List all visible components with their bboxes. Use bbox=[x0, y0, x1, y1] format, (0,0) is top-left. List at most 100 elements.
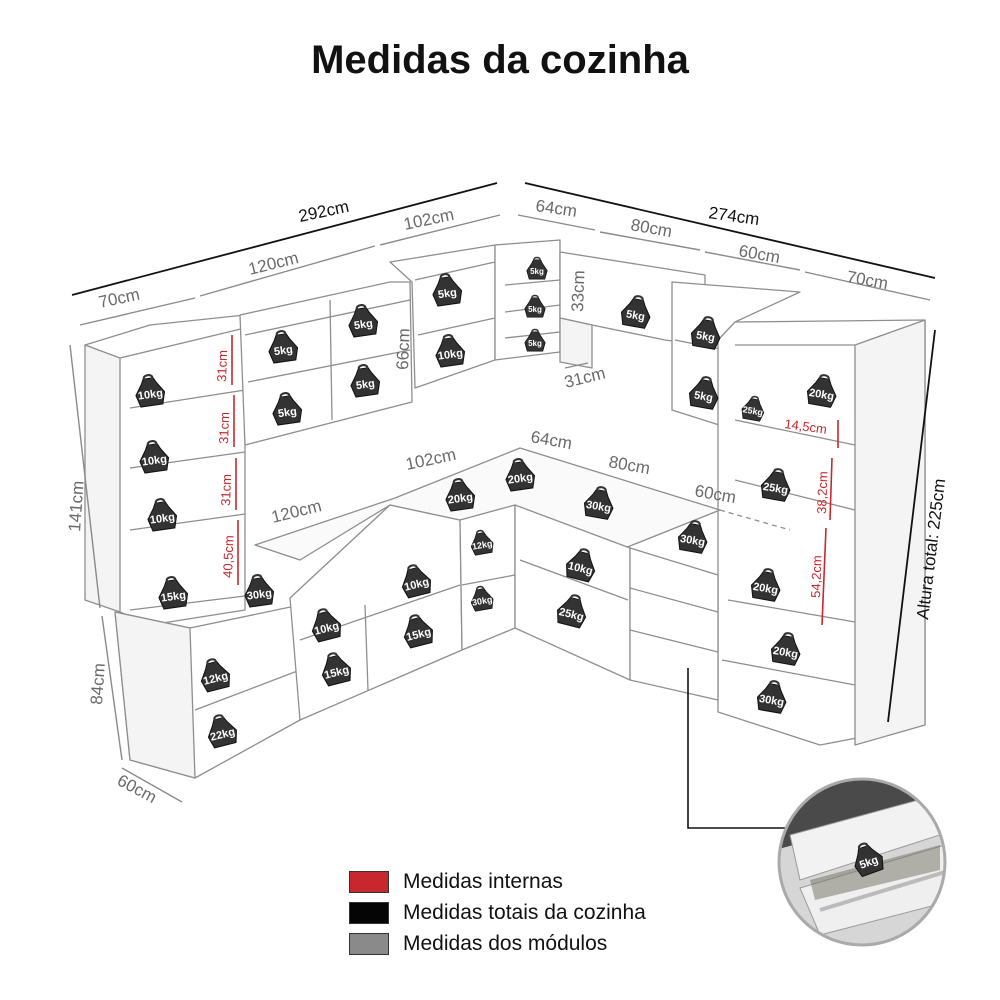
svg-text:10kg: 10kg bbox=[149, 511, 176, 526]
weight-icon: 20kg bbox=[804, 371, 841, 409]
svg-text:20kg: 20kg bbox=[507, 471, 534, 486]
svg-text:25kg: 25kg bbox=[742, 404, 764, 417]
weight-icon: 20kg bbox=[748, 565, 785, 603]
weight-icon: 30kg bbox=[241, 572, 277, 609]
dim-base-102: 102cm bbox=[404, 445, 458, 474]
weight-icon: 5kg bbox=[686, 373, 723, 411]
svg-text:12kg: 12kg bbox=[471, 538, 493, 551]
furniture-outlines bbox=[84, 239, 926, 779]
internal-right-1: 14,5cm bbox=[784, 416, 828, 437]
weight-icon: 10kg bbox=[144, 496, 180, 533]
page-title: Medidas da cozinha bbox=[311, 38, 689, 82]
dim-upper-corner-left: 102cm bbox=[402, 205, 456, 234]
dim-upper-module-height: 66cm bbox=[393, 328, 413, 370]
legend-label: Medidas totais da cozinha bbox=[403, 900, 646, 924]
weight-icon: 22kg bbox=[202, 710, 241, 750]
weight-icon: 5kg bbox=[345, 302, 381, 339]
svg-text:30kg: 30kg bbox=[471, 594, 493, 607]
weight-icon: 30kg bbox=[675, 517, 712, 555]
dim-base-height: 84cm bbox=[87, 662, 109, 705]
legend-label: Medidas dos módulos bbox=[403, 931, 608, 955]
weight-icon: 5kg bbox=[524, 328, 546, 352]
internal-right-2: 38,2cm bbox=[814, 471, 830, 514]
legend-item-internal: Medidas internas bbox=[349, 866, 646, 897]
svg-text:10kg: 10kg bbox=[567, 560, 594, 578]
svg-text:5kg: 5kg bbox=[355, 378, 375, 393]
internal-left-3: 31cm bbox=[218, 474, 234, 506]
weight-icon: 30kg bbox=[754, 677, 791, 715]
weight-icon: 5kg bbox=[847, 838, 888, 879]
svg-text:5kg: 5kg bbox=[625, 308, 646, 323]
weight-icon: 5kg bbox=[688, 313, 725, 351]
svg-text:22kg: 22kg bbox=[209, 726, 236, 744]
svg-text:5kg: 5kg bbox=[353, 318, 373, 333]
weight-icon: 25kg bbox=[553, 590, 592, 630]
legend-swatch bbox=[349, 901, 389, 924]
weight-icon: 15kg bbox=[316, 648, 355, 688]
dim-base-80: 80cm bbox=[607, 452, 651, 478]
internal-measure-lines bbox=[231, 335, 839, 626]
internal-left-2: 31cm bbox=[216, 412, 232, 444]
svg-text:20kg: 20kg bbox=[447, 491, 474, 506]
weight-icon: 25kg bbox=[758, 465, 795, 503]
svg-text:25kg: 25kg bbox=[558, 606, 585, 624]
weight-icon: 5kg bbox=[524, 294, 546, 318]
weight-icon: 30kg bbox=[581, 483, 618, 521]
svg-text:20kg: 20kg bbox=[808, 387, 835, 403]
weight-icon: 30kg bbox=[467, 583, 496, 613]
weight-icon: 25kg bbox=[739, 393, 768, 423]
svg-text:10kg: 10kg bbox=[141, 453, 168, 468]
weight-icon: 5kg bbox=[429, 271, 465, 308]
weight-icon: 5kg bbox=[347, 362, 383, 399]
legend-swatch bbox=[349, 870, 389, 893]
svg-text:30kg: 30kg bbox=[585, 499, 612, 515]
weight-icon: 5kg bbox=[618, 292, 655, 330]
callout-line bbox=[687, 668, 785, 829]
svg-text:12kg: 12kg bbox=[202, 670, 229, 688]
svg-text:5kg: 5kg bbox=[530, 267, 544, 276]
dim-base-64: 64cm bbox=[529, 427, 573, 453]
svg-text:5kg: 5kg bbox=[277, 406, 297, 421]
legend: Medidas internas Medidas totais da cozin… bbox=[349, 866, 646, 959]
dim-upper-wall-width: 120cm bbox=[246, 248, 300, 279]
dim-upper-left-width: 70cm bbox=[97, 285, 142, 312]
svg-text:30kg: 30kg bbox=[758, 693, 785, 709]
legend-item-modules: Medidas dos módulos bbox=[349, 928, 646, 959]
weight-icon: 5kg bbox=[265, 328, 301, 365]
svg-text:10kg: 10kg bbox=[313, 620, 340, 638]
dim-upper-corner-right: 64cm bbox=[534, 196, 578, 221]
weight-icon: 20kg bbox=[442, 476, 478, 513]
dim-small-cabinet-height: 33cm bbox=[568, 270, 588, 312]
weight-icon: 20kg bbox=[502, 456, 538, 493]
weight-icon: 10kg bbox=[562, 544, 601, 584]
svg-text:30kg: 30kg bbox=[246, 587, 273, 602]
internal-right-3: 54,2cm bbox=[808, 555, 824, 598]
svg-text:15kg: 15kg bbox=[405, 626, 432, 644]
svg-text:20kg: 20kg bbox=[752, 581, 779, 597]
legend-label: Medidas internas bbox=[403, 869, 563, 893]
svg-text:5kg: 5kg bbox=[693, 389, 714, 404]
internal-left-1: 31cm bbox=[214, 350, 230, 382]
weight-icon: 5kg bbox=[526, 256, 548, 280]
legend-swatch bbox=[349, 932, 389, 955]
total-dimension-lines bbox=[71, 182, 936, 723]
weight-icon: 10kg bbox=[306, 604, 345, 644]
drawer-detail: 5kg bbox=[777, 777, 947, 947]
dim-base-120: 120cm bbox=[269, 496, 323, 527]
legend-item-total: Medidas totais da cozinha bbox=[349, 897, 646, 928]
dim-total-left: 292cm bbox=[297, 197, 351, 226]
weight-icon: 10kg bbox=[132, 372, 168, 409]
dim-total-right: 274cm bbox=[707, 203, 760, 229]
svg-text:10kg: 10kg bbox=[437, 347, 464, 362]
internal-left-4: 40,5cm bbox=[220, 535, 236, 578]
weight-icon: 10kg bbox=[432, 332, 468, 369]
weight-icon: 10kg bbox=[396, 560, 435, 600]
svg-text:5kg: 5kg bbox=[695, 329, 716, 344]
module-dimension-lines bbox=[69, 214, 931, 803]
weight-icon: 15kg bbox=[155, 574, 191, 611]
dim-tower-height: 141cm bbox=[65, 480, 88, 532]
dim-upper-right-60: 60cm bbox=[737, 241, 781, 267]
svg-text:25kg: 25kg bbox=[762, 481, 789, 497]
svg-text:30kg: 30kg bbox=[679, 533, 706, 549]
weight-icon: 5kg bbox=[269, 390, 305, 427]
